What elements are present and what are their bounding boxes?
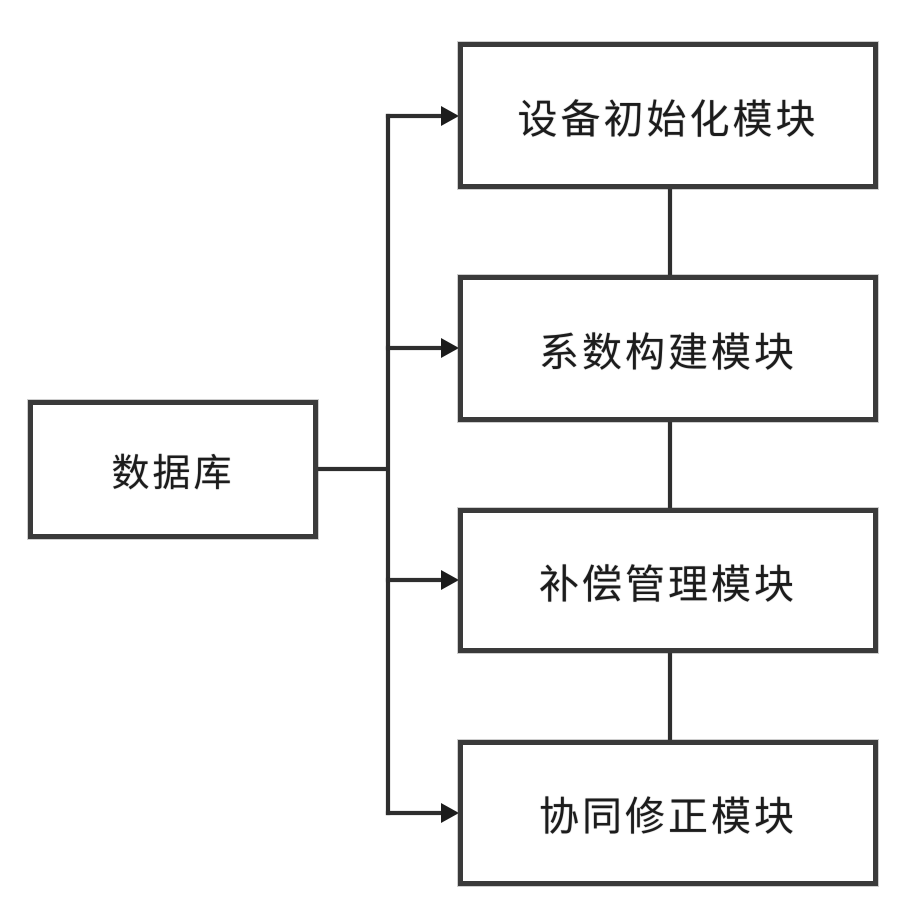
module-box-compensation: 补偿管理模块 (458, 508, 878, 653)
database-box-label: 数据库 (111, 453, 235, 495)
arrowhead-to-collab-fix-icon (441, 803, 459, 823)
branch-line-compensation (386, 578, 444, 582)
arrowhead-to-device-init-icon (441, 106, 459, 126)
module-box-label: 设备初始化模块 (517, 97, 819, 142)
module-box-collab-fix: 协同修正模块 (458, 740, 878, 886)
module-box-label: 系数构建模块 (539, 330, 797, 375)
connector-module3-module4 (668, 651, 672, 742)
database-feed-line (317, 467, 388, 471)
arrowhead-to-coefficient-icon (441, 338, 459, 358)
trunk-line (386, 114, 390, 815)
connector-module1-module2 (668, 187, 672, 277)
branch-line-coefficient (386, 346, 444, 350)
branch-line-device-init (386, 114, 444, 118)
database-box: 数据库 (28, 400, 318, 539)
module-box-label: 补偿管理模块 (539, 562, 797, 607)
module-box-coefficient: 系数构建模块 (458, 275, 878, 422)
module-box-label: 协同修正模块 (539, 795, 797, 839)
connector-module2-module3 (668, 420, 672, 510)
arrowhead-to-compensation-icon (441, 570, 459, 590)
module-box-device-init: 设备初始化模块 (458, 42, 878, 189)
branch-line-collab-fix (386, 811, 444, 815)
